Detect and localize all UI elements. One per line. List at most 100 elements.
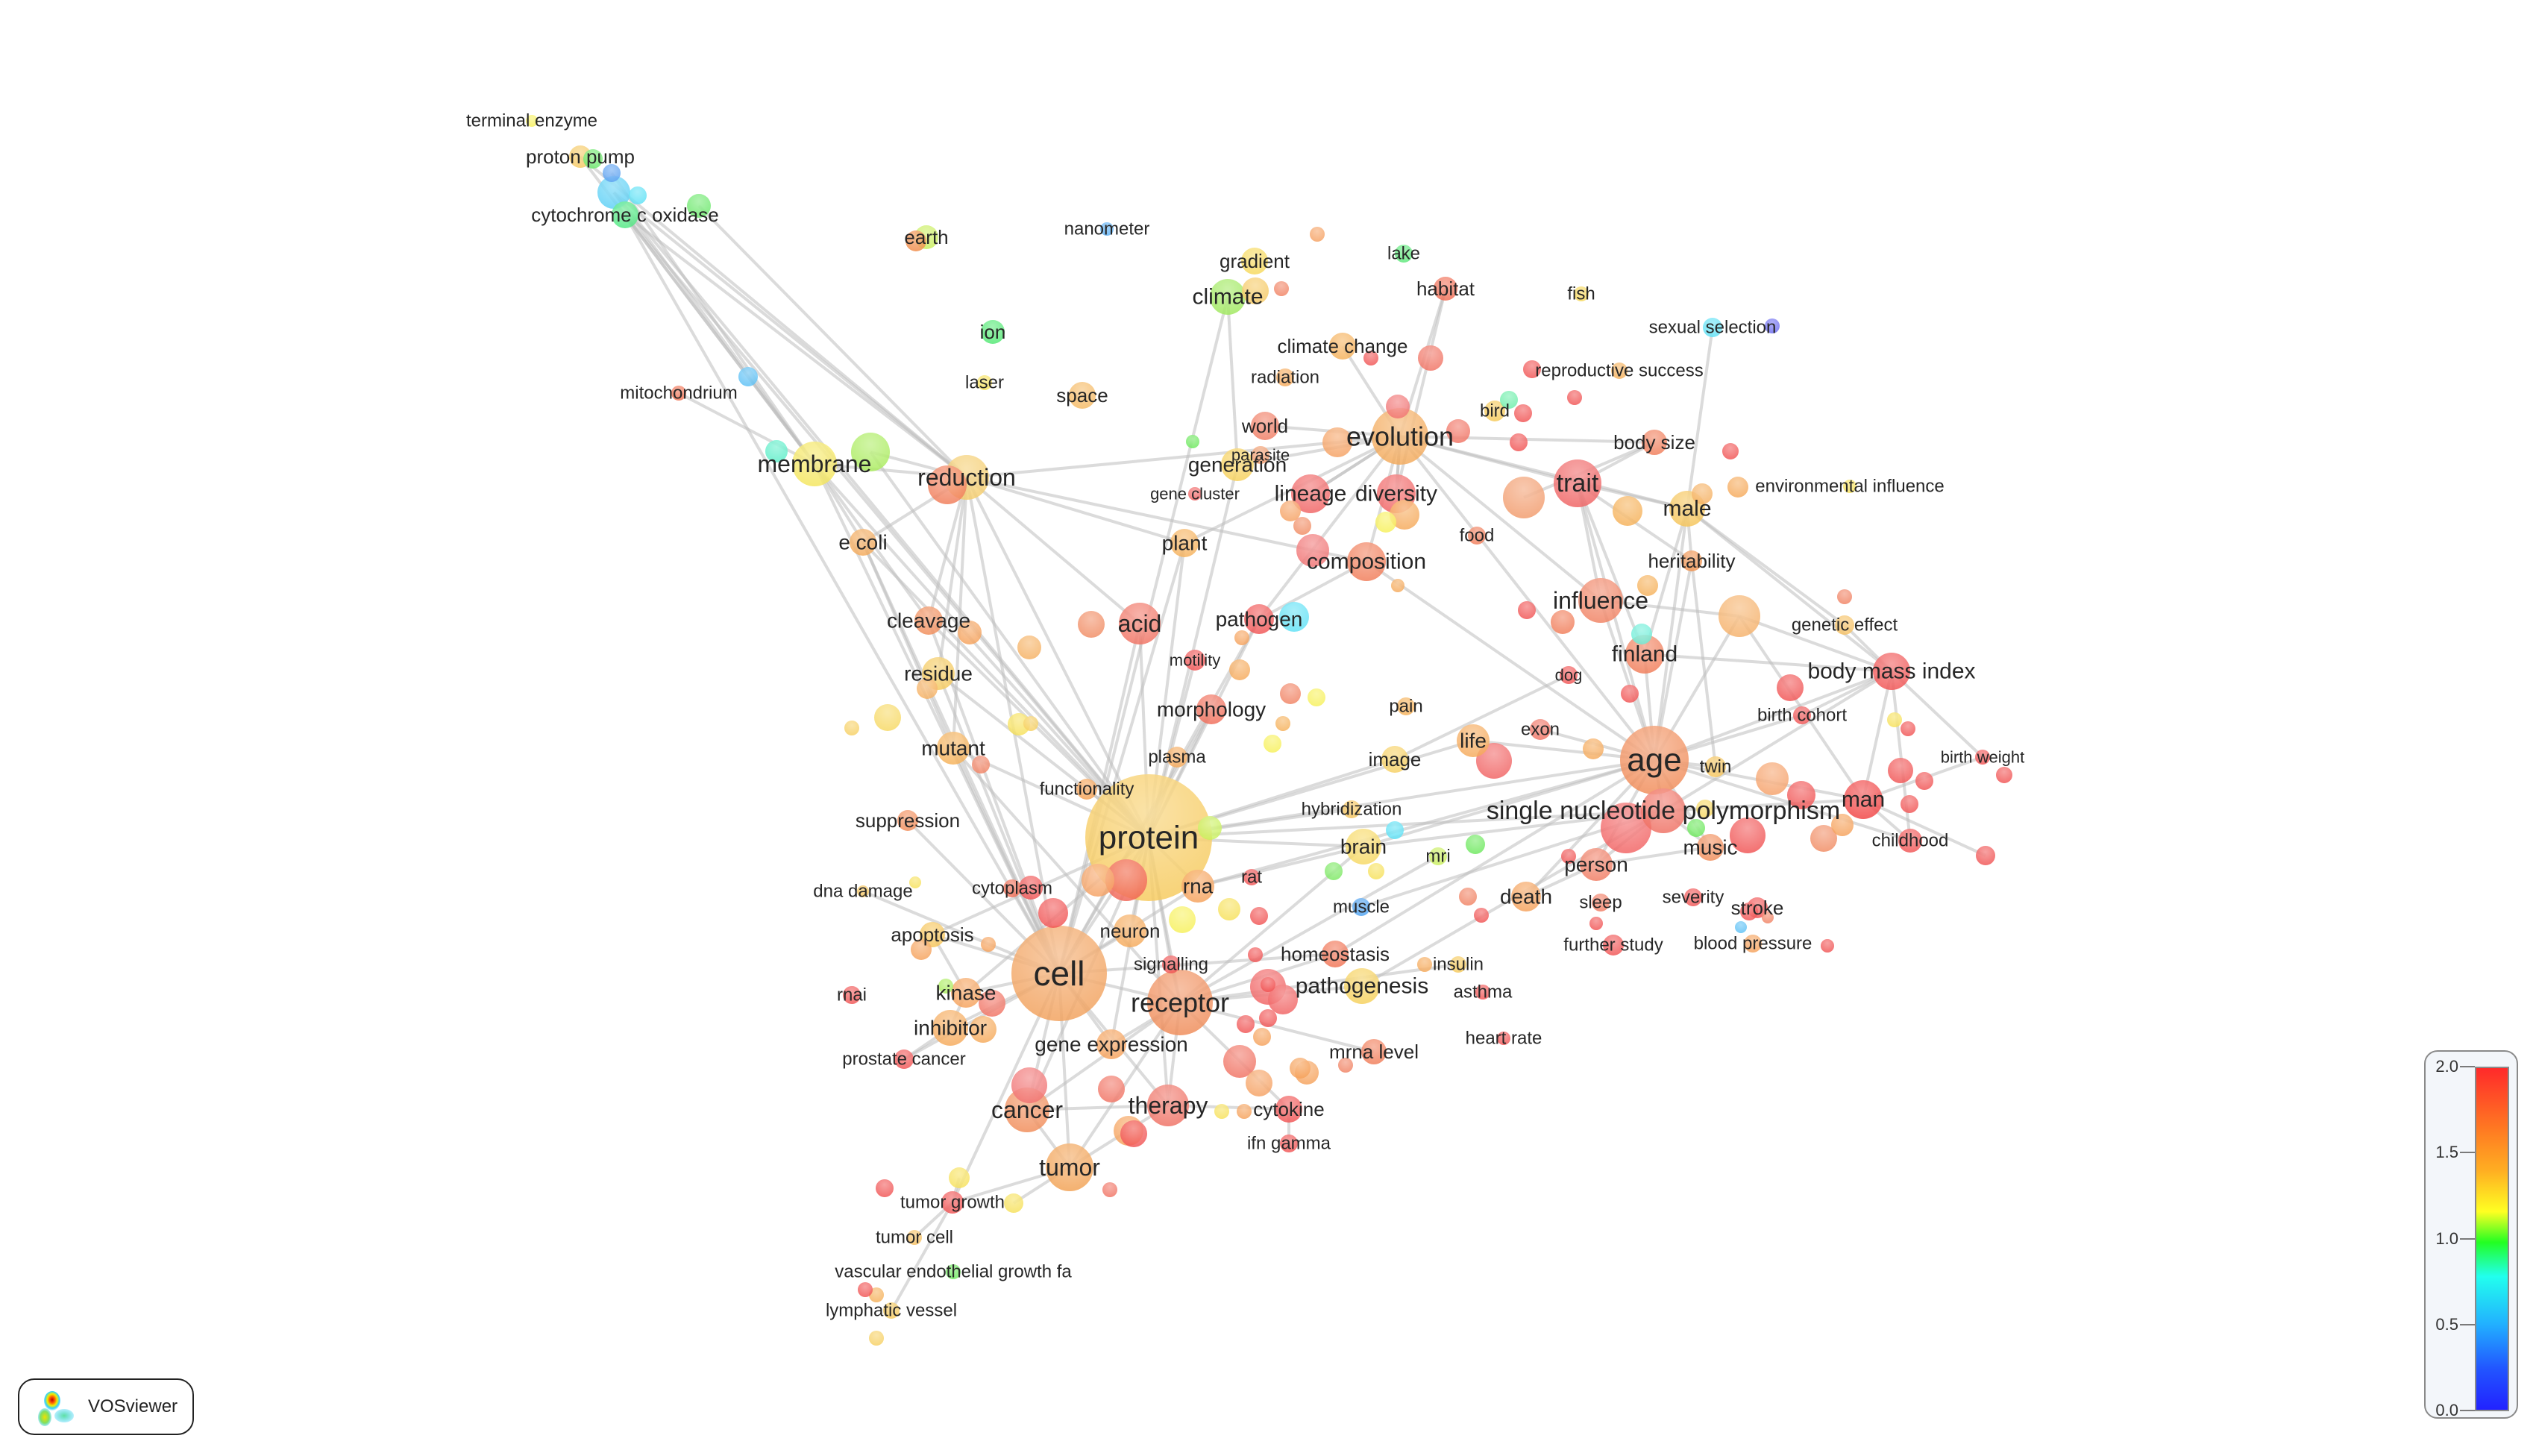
node-mrna-level[interactable]	[1361, 1039, 1387, 1064]
node-morph-r1[interactable]	[1280, 683, 1301, 704]
node-cyto-green[interactable]	[687, 194, 711, 218]
node-label-asthma[interactable]: asthma	[1454, 982, 1513, 1002]
node-cyto-blue[interactable]	[597, 176, 630, 209]
node-neuron[interactable]	[1114, 914, 1146, 947]
node-label-further-study[interactable]: further study	[1563, 935, 1663, 956]
node-fin-cyan[interactable]	[1631, 624, 1652, 644]
node-cell[interactable]	[1011, 926, 1107, 1021]
node-label-gene-cluster[interactable]: gene cluster	[1150, 485, 1240, 503]
node-label-genetic-effect[interactable]: genetic effect	[1792, 615, 1898, 636]
node-cytochrome[interactable]	[612, 201, 638, 228]
node-label-cytokine[interactable]: cytokine	[1253, 1098, 1324, 1120]
node-misc-r1[interactable]	[972, 756, 990, 774]
node-climate-change[interactable]	[1329, 333, 1356, 360]
node-plant[interactable]	[1170, 529, 1199, 557]
node-laser[interactable]	[977, 375, 992, 390]
node-genetic-effect-big[interactable]	[1719, 595, 1760, 637]
node-lv-extra[interactable]	[869, 1287, 884, 1302]
node-label-climate[interactable]: climate	[1192, 285, 1263, 310]
node-snp-o3[interactable]	[1831, 814, 1854, 836]
node-influence[interactable]	[1578, 578, 1623, 623]
node-mrna-o[interactable]	[1290, 1058, 1311, 1079]
node-label-neuron[interactable]: neuron	[1100, 920, 1161, 942]
node-label-space[interactable]: space	[1056, 384, 1108, 407]
node-bmi-y[interactable]	[1887, 712, 1902, 727]
node-person[interactable]	[1580, 848, 1613, 881]
node-label-inhibitor[interactable]: inhibitor	[914, 1017, 987, 1040]
node-label-music[interactable]: music	[1683, 836, 1737, 859]
node-pathogen-cyan[interactable]	[1279, 602, 1309, 632]
node-snp-r2[interactable]	[1787, 781, 1815, 809]
node-label-dna-damage[interactable]: dna damage	[813, 882, 912, 902]
node-age[interactable]	[1620, 726, 1689, 794]
node-label-childhood[interactable]: childhood	[1872, 831, 1949, 851]
node-clim-r[interactable]	[1274, 281, 1289, 296]
node-sexual-selection-blue[interactable]	[1765, 318, 1780, 333]
node-lv-red[interactable]	[858, 1282, 873, 1297]
node-childhood[interactable]	[1898, 829, 1922, 853]
node-death-r2[interactable]	[1474, 908, 1489, 923]
node-misc-r-left[interactable]	[1019, 876, 1043, 900]
node-label-signalling[interactable]: signalling	[1134, 955, 1208, 975]
node-label-mri[interactable]: mri	[1425, 847, 1450, 867]
node-radiation[interactable]	[1276, 368, 1294, 386]
node-snp-o1[interactable]	[1756, 762, 1789, 795]
node-label-cytochrome[interactable]: cytochrome c oxidase	[531, 204, 718, 226]
node-rec-r7[interactable]	[1259, 1009, 1277, 1027]
node-label-plasma[interactable]: plasma	[1148, 747, 1206, 768]
node-further-study[interactable]	[1603, 935, 1624, 956]
node-label-death[interactable]: death	[1500, 885, 1552, 909]
node-label-twin[interactable]: twin	[1700, 757, 1732, 777]
node-label-cleavage[interactable]: cleavage	[887, 609, 970, 633]
node-trait2[interactable]	[1503, 477, 1545, 518]
node-label-cancer[interactable]: cancer	[991, 1096, 1063, 1123]
node-lymphatic-vessel[interactable]	[883, 1302, 900, 1319]
node-tg-red[interactable]	[876, 1179, 894, 1197]
node-brain-g2[interactable]	[1325, 862, 1343, 880]
node-label-e-coli[interactable]: e coli	[838, 531, 887, 554]
node-label-diversity[interactable]: diversity	[1355, 482, 1437, 506]
node-ev-red2[interactable]	[1446, 419, 1470, 443]
node-label-brain[interactable]: brain	[1340, 835, 1387, 859]
node-mutant[interactable]	[937, 732, 970, 765]
node-cyto-blue2[interactable]	[603, 164, 621, 182]
node-label-apoptosis[interactable]: apoptosis	[891, 923, 973, 946]
node-ther-o2[interactable]	[1237, 1104, 1252, 1119]
node-label-gradient[interactable]: gradient	[1220, 250, 1290, 272]
node-climate2[interactable]	[1242, 277, 1269, 304]
node-lin-orange[interactable]	[1280, 501, 1301, 521]
node-label-sexual-selection[interactable]: sexual selection	[1649, 318, 1777, 338]
node-label-muscle[interactable]: muscle	[1333, 897, 1390, 917]
node-label-person[interactable]: person	[1564, 853, 1628, 876]
node-dna-y[interactable]	[909, 876, 921, 888]
node-brain-y2[interactable]	[1368, 863, 1384, 879]
node-misc-y3[interactable]	[844, 721, 859, 735]
node-label-trait[interactable]: trait	[1557, 469, 1599, 498]
node-twin[interactable]	[1705, 756, 1726, 777]
node-label-cell[interactable]: cell	[1033, 954, 1085, 993]
node-asthma[interactable]	[1475, 985, 1490, 1000]
node-insulin[interactable]	[1450, 956, 1466, 973]
node-terminal-enzyme[interactable]	[526, 115, 538, 127]
node-lin-orange2[interactable]	[1293, 517, 1311, 535]
node-label-environmental-influence[interactable]: environmental influence	[1755, 477, 1945, 497]
node-reduction2[interactable]	[928, 465, 967, 504]
node-bird-r[interactable]	[1510, 433, 1528, 451]
node-morphology[interactable]	[1196, 694, 1226, 724]
node-bp-r2[interactable]	[1821, 939, 1834, 953]
node-misc-y1[interactable]	[1023, 716, 1038, 731]
node-label-suppression[interactable]: suppression	[856, 809, 960, 832]
node-label-membrane[interactable]: membrane	[758, 451, 872, 477]
node-evolution[interactable]	[1372, 408, 1428, 465]
node-tumor-growth[interactable]	[941, 1191, 964, 1214]
node-male2[interactable]	[1613, 496, 1642, 526]
node-cytokine[interactable]	[1275, 1096, 1302, 1123]
node-man-r2[interactable]	[1915, 772, 1933, 790]
node-inf-orange[interactable]	[1551, 610, 1575, 634]
node-label-birth-weight[interactable]: birth weight	[1941, 748, 2025, 767]
node-image[interactable]	[1381, 746, 1408, 773]
node-label-exon[interactable]: exon	[1521, 720, 1560, 740]
node-label-pain[interactable]: pain	[1389, 697, 1422, 717]
node-rec-r2[interactable]	[1268, 985, 1298, 1014]
node-label-mrna-level[interactable]: mrna level	[1329, 1041, 1419, 1063]
